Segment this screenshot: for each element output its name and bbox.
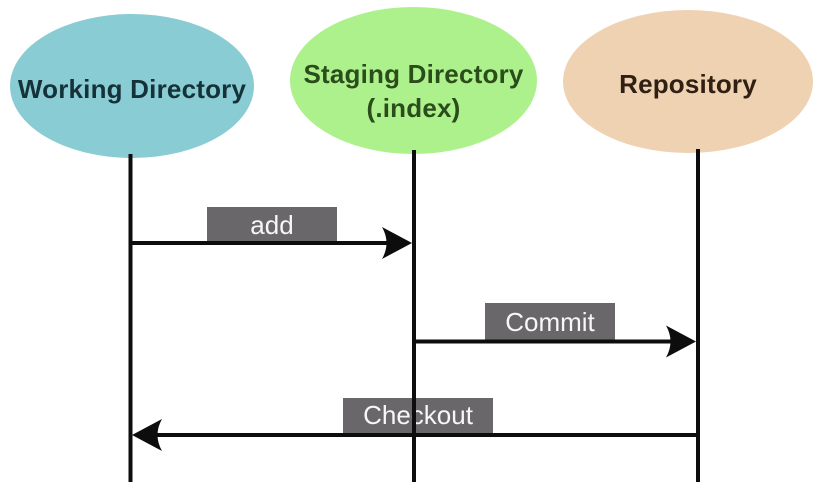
arrow-add-head: [382, 227, 412, 259]
message-label-commit: Commit: [485, 303, 615, 342]
message-label-checkout-text: Checkout: [363, 400, 473, 430]
arrow-checkout-head: [132, 419, 162, 451]
actor-staging-directory-sublabel: (.index): [366, 92, 461, 123]
actor-working-directory-label: Working Directory: [17, 73, 247, 104]
message-label-commit-text: Commit: [505, 307, 595, 337]
arrow-commit-head: [666, 325, 696, 358]
message-label-add-text: add: [250, 209, 294, 240]
actor-working-directory: Working Directory: [10, 14, 254, 158]
message-label-checkout: Checkout: [343, 398, 493, 433]
actor-repository-label: Repository: [619, 69, 757, 99]
message-label-add: add: [207, 207, 337, 243]
actor-repository: Repository: [563, 10, 813, 153]
actor-staging-directory: Staging Directory (.index): [290, 7, 537, 154]
actor-staging-directory-label: Staging Directory: [303, 59, 524, 90]
